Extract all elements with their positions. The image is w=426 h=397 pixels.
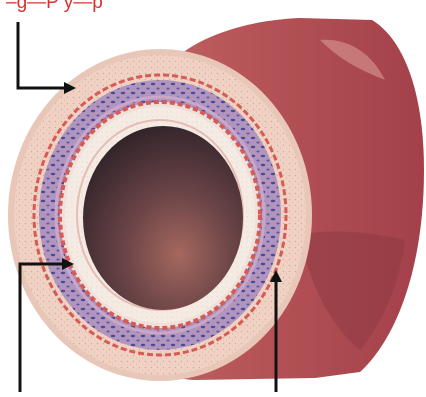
top-label: –g—P y—p (6, 0, 103, 14)
callout-adventitia (18, 22, 76, 94)
callout-adventitia-line (18, 22, 64, 88)
lumen (83, 126, 243, 310)
